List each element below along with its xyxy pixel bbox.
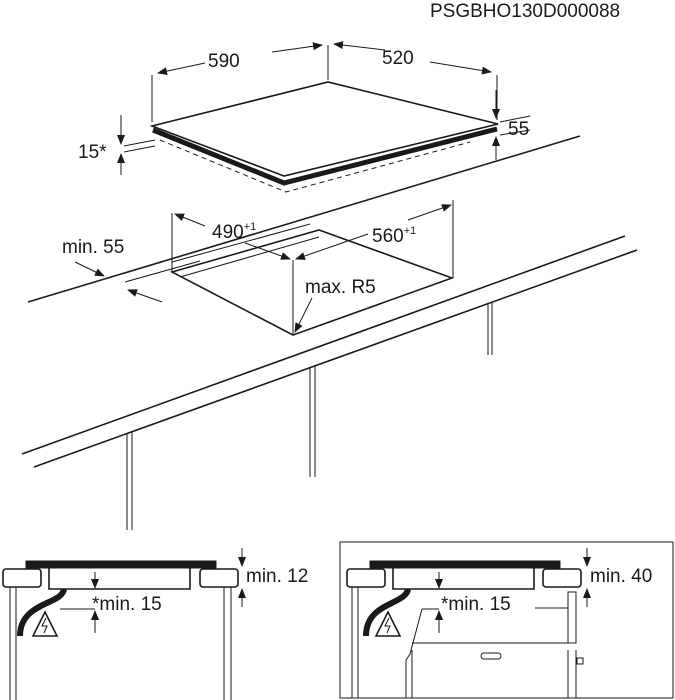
worktop-illustration: [21, 135, 638, 530]
hob-depth-label: 520: [382, 48, 414, 69]
right-below-clearance-label: *min. 15: [441, 594, 511, 615]
hob-height-label: 55: [508, 119, 529, 140]
hob-width-label: 590: [208, 51, 240, 72]
cutout-width-label: 490+1: [212, 221, 256, 243]
section-right: [339, 541, 674, 699]
hob-edge-label: 15*: [78, 142, 107, 163]
front-clearance-label: min. 55: [62, 237, 124, 258]
hob-illustration: [117, 41, 531, 193]
electric-hazard-icon: [31, 610, 59, 637]
left-below-clearance-label: *min. 15: [92, 594, 162, 615]
section-left: [2, 548, 246, 700]
diagram-code: PSGBHO130D000088: [430, 1, 620, 22]
corner-radius-label: max. R5: [305, 277, 376, 298]
cutout-depth-label: 560+1: [372, 225, 416, 247]
electric-hazard-icon-2: [374, 610, 402, 637]
right-top-clearance-label: min. 40: [590, 566, 652, 587]
left-top-clearance-label: min. 12: [246, 566, 308, 587]
